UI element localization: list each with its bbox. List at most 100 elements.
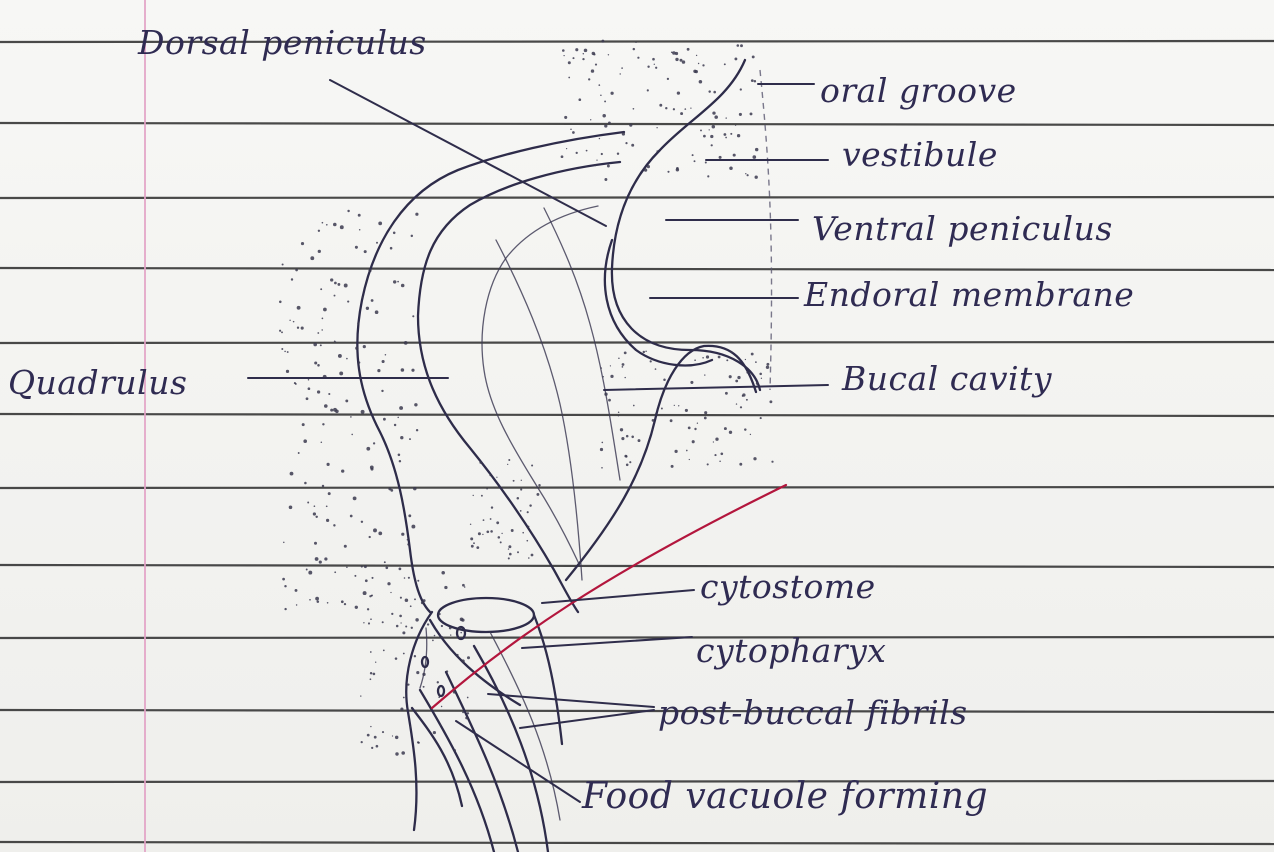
stipple-dot: [333, 524, 335, 526]
stipple-dot: [531, 554, 534, 557]
stipple-dot: [527, 511, 529, 513]
stipple-dot: [602, 114, 605, 117]
buccal-cavity-leader: [604, 385, 828, 390]
diagram-labels: Dorsal peniculus oral groove vestibule V…: [8, 23, 1134, 817]
stipple-dot: [724, 63, 726, 65]
stipple-dot: [373, 442, 375, 444]
stipple-dot: [319, 561, 322, 564]
ventral-peniculus-label: Ventral peniculus: [812, 209, 1113, 248]
stipple-dot: [334, 340, 336, 342]
stipple-dot: [511, 529, 514, 532]
stipple-dot: [293, 321, 295, 323]
stipple-dot: [353, 497, 357, 501]
stipple-dot: [610, 365, 611, 366]
stipple-dot: [392, 735, 393, 736]
stipple-dot: [304, 482, 307, 485]
ruled-line: [0, 414, 1274, 416]
stipple-dot: [496, 521, 499, 524]
stipple-dot: [517, 551, 519, 553]
stipple-dot: [321, 329, 322, 330]
stipple-dot: [283, 542, 284, 543]
stipple-dot: [279, 330, 281, 332]
stipple-dot: [508, 557, 510, 559]
stipple-dot: [690, 381, 693, 384]
stipple-dot: [500, 541, 502, 543]
stipple-dot: [682, 60, 685, 63]
stipple-dot: [399, 460, 401, 462]
stipple-dot: [286, 370, 289, 373]
stipple-dot: [678, 405, 679, 406]
stipple-dot: [328, 393, 330, 395]
stipple-dot: [351, 434, 353, 436]
stipple-dot: [766, 363, 769, 366]
post-buccal-fibrils-leader-lower: [520, 710, 654, 728]
stipple-dot: [355, 346, 358, 349]
stipple-dot: [700, 129, 702, 131]
stipple-dot: [476, 546, 479, 549]
stipple-dot: [385, 354, 387, 356]
stipple-dot: [326, 224, 328, 226]
stipple-dot: [458, 627, 461, 630]
stipple-dot: [645, 351, 647, 353]
stipple-dot: [324, 404, 328, 408]
stipple-dot: [677, 91, 680, 94]
stipple-dot: [563, 55, 564, 56]
stipple-dot: [576, 152, 578, 154]
stipple-dot: [604, 178, 607, 181]
stipple-dot: [399, 568, 402, 571]
stipple-dot: [718, 356, 721, 359]
stipple-dot: [598, 84, 600, 86]
cilia-guide-line: [496, 240, 582, 580]
stipple-dot: [417, 580, 419, 582]
stipple-dot: [395, 657, 398, 660]
stipple-dot: [742, 395, 744, 397]
stipple-dot: [373, 528, 377, 532]
stipple-dot: [334, 571, 336, 573]
stipple-dot: [377, 369, 380, 372]
stipple-dot: [714, 454, 716, 456]
stipple-dot: [401, 533, 404, 536]
stipple-dot: [346, 566, 348, 568]
ruled-line: [0, 842, 1274, 844]
stipple-dot: [408, 577, 410, 579]
stipple-dot: [401, 284, 405, 288]
stipple-dot: [582, 58, 584, 60]
stipple-dot: [719, 156, 722, 159]
stipple-dot: [755, 176, 758, 179]
stipple-dot: [366, 447, 370, 451]
stipple-dot: [396, 625, 399, 628]
stipple-dot: [355, 606, 358, 609]
stipple-dot: [655, 368, 657, 370]
stipple-dot: [705, 161, 707, 163]
stipple-dot: [411, 235, 413, 237]
stipple-dot: [358, 214, 361, 217]
stipple-dot: [355, 246, 358, 249]
stipple-dot: [685, 409, 688, 412]
stipple-dot: [314, 505, 316, 507]
stipple-dot: [751, 353, 754, 356]
stipple-dot: [693, 70, 696, 73]
stipple-dot: [441, 636, 443, 638]
stipple-dot: [713, 441, 714, 442]
stipple-dot: [322, 318, 324, 320]
dorsal-peniculus-leader: [330, 80, 606, 226]
stipple-dot: [674, 405, 675, 406]
stipple-dot: [621, 437, 624, 440]
stipple-dot: [423, 686, 425, 688]
stipple-dot: [314, 361, 317, 364]
stipple-dot: [416, 429, 418, 431]
stipple-dot: [601, 153, 603, 155]
stipple-dot: [584, 49, 588, 53]
stipple-dot: [517, 497, 520, 500]
stipple-dot: [608, 54, 609, 55]
dorsal-peniculus-label: Dorsal peniculus: [137, 23, 427, 62]
stipple-dot: [363, 345, 366, 348]
stipple-dot: [395, 752, 398, 755]
stipple-dot: [694, 359, 696, 361]
stipple-dot: [350, 416, 352, 418]
stipple-dot: [450, 634, 451, 635]
stipple-dot: [369, 536, 371, 538]
stipple-dot: [441, 706, 442, 707]
stipple-dot: [385, 566, 388, 569]
stipple-dot: [622, 363, 625, 366]
